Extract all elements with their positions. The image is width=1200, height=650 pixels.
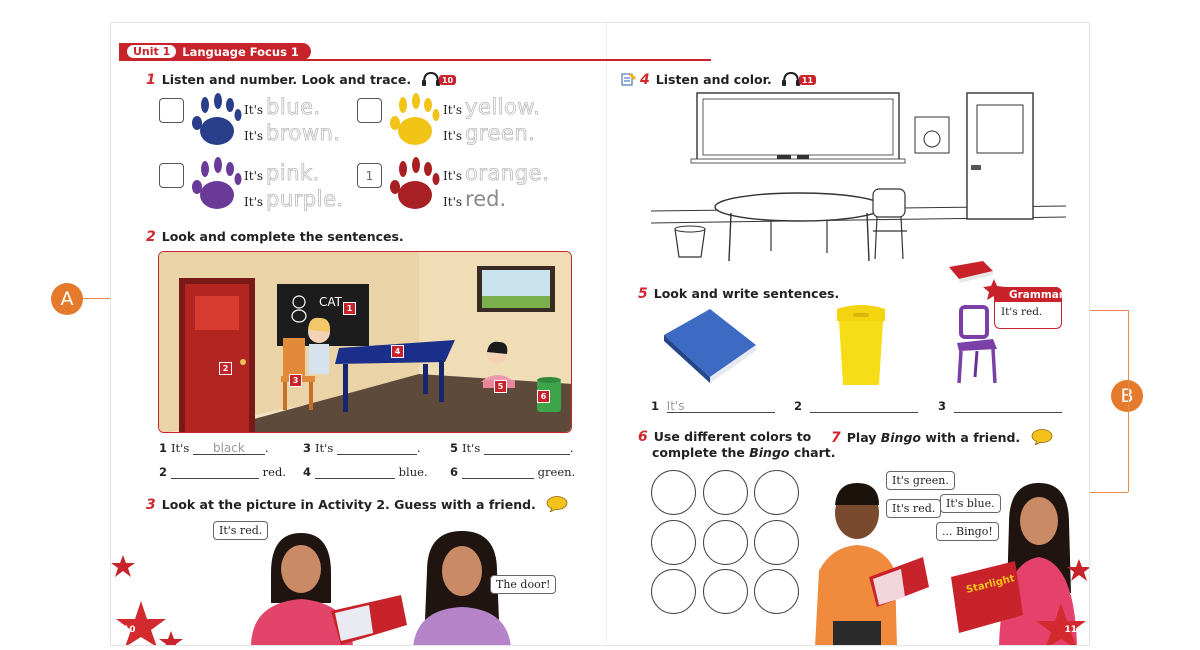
yellow-bin-photo	[837, 305, 885, 385]
speech-bubble: It's green.	[886, 471, 955, 490]
grammar-star-icon	[983, 279, 1005, 300]
bingo-cell[interactable]	[651, 520, 696, 565]
girl-guessing-photo	[413, 531, 511, 645]
svg-text:11: 11	[802, 76, 814, 85]
textbook-spread: Unit 1 Language Focus 1 1 Listen and numb…	[110, 22, 1090, 646]
scene-tag-5: 5	[494, 380, 507, 393]
bingo-cell[interactable]	[754, 569, 799, 614]
activity-1-title: 1 Listen and number. Look and trace. 10	[146, 71, 457, 90]
red-handprint-icon	[390, 157, 440, 209]
answer-blank[interactable]	[483, 441, 570, 455]
star-decoration-icon	[1036, 559, 1089, 645]
bingo-cell[interactable]	[703, 569, 748, 614]
activity-1-title-text: Listen and number. Look and trace.	[161, 72, 412, 87]
unit-title: Language Focus 1	[182, 44, 299, 59]
callout-line-b-top	[1072, 310, 1128, 311]
speech-bubble: It's blue.	[940, 494, 1001, 513]
write-line-1: 1 It's	[651, 399, 775, 413]
purple-handprint-icon	[192, 157, 242, 209]
speech-bubble: It's red.	[213, 521, 269, 540]
bingo-cell[interactable]	[651, 470, 696, 515]
speech-bubble: ... Bingo!	[936, 522, 999, 541]
number-box[interactable]	[159, 98, 184, 123]
unit-badge: Unit 1	[127, 45, 177, 58]
page-number-left: 10	[123, 625, 136, 635]
yellow-handprint-icon	[390, 93, 440, 145]
answer-blank[interactable]: black	[192, 441, 265, 455]
answer-blank[interactable]	[809, 399, 918, 413]
speech-bubble-icon	[546, 496, 568, 515]
activity-1-number: 1	[146, 72, 156, 88]
answer-blank[interactable]: It's	[666, 399, 775, 413]
speech-bubble: The door!	[490, 575, 557, 594]
sentence-4: 4 blue.	[303, 465, 428, 479]
scene-tag-4: 4	[391, 345, 404, 358]
number-box[interactable]	[357, 98, 382, 123]
callout-marker-b: B	[1111, 380, 1143, 412]
answer-blank[interactable]	[953, 399, 1062, 413]
sentence-2: 2 red.	[159, 465, 286, 479]
girl-playing-bingo-photo: Starlight	[951, 483, 1077, 645]
answer-blank[interactable]	[336, 441, 417, 455]
grammar-example: It's red.	[1001, 306, 1043, 318]
sentence-6: 6 green.	[450, 465, 576, 479]
page-number-right: 11	[1064, 625, 1077, 635]
unit-header-tab: Unit 1 Language Focus 1	[119, 43, 711, 61]
girl-reading-photo	[251, 533, 407, 645]
blue-handprint-icon	[192, 93, 242, 145]
bingo-cell[interactable]	[754, 520, 799, 565]
number-box[interactable]	[159, 163, 184, 188]
bingo-cell[interactable]	[754, 470, 799, 515]
callout-line-b-bottom	[1072, 492, 1128, 493]
bingo-cell[interactable]	[703, 470, 748, 515]
answer-blank[interactable]	[171, 465, 260, 479]
boy-playing-bingo-photo	[815, 483, 929, 645]
svg-text:CAT: CAT	[319, 295, 343, 309]
headphones-icon[interactable]: 10	[421, 71, 457, 90]
write-line-2: 2	[794, 399, 918, 413]
grammar-label: Grammar	[995, 288, 1064, 302]
headphones-icon[interactable]: 11	[781, 71, 817, 90]
pencil-icon	[621, 72, 637, 89]
scene-tag-2: 2	[219, 362, 232, 375]
write-line-3: 3	[938, 399, 1062, 413]
scene-tag-3: 3	[289, 374, 302, 387]
speech-bubble-icon	[1031, 429, 1053, 448]
purple-chair-photo	[957, 305, 997, 384]
number-box[interactable]: 1	[357, 163, 382, 188]
grammar-box: Grammar It's red.	[994, 287, 1064, 329]
callout-line-b-vertical	[1128, 310, 1129, 492]
scene-tag-1: 1	[343, 302, 356, 315]
callout-marker-a: A	[51, 283, 83, 315]
bingo-cell[interactable]	[651, 569, 696, 614]
page-gutter	[606, 23, 607, 645]
classroom-line-drawing	[651, 92, 1066, 283]
answer-blank[interactable]	[462, 465, 535, 479]
bingo-cell[interactable]	[703, 520, 748, 565]
svg-text:10: 10	[441, 76, 453, 85]
blue-book-photo	[664, 309, 756, 383]
star-decoration-icon	[111, 555, 183, 645]
classroom-illustration: CAT	[158, 251, 572, 433]
scene-tag-6: 6	[537, 390, 550, 403]
answer-blank[interactable]	[315, 465, 396, 479]
speech-bubble: It's red.	[886, 499, 942, 518]
